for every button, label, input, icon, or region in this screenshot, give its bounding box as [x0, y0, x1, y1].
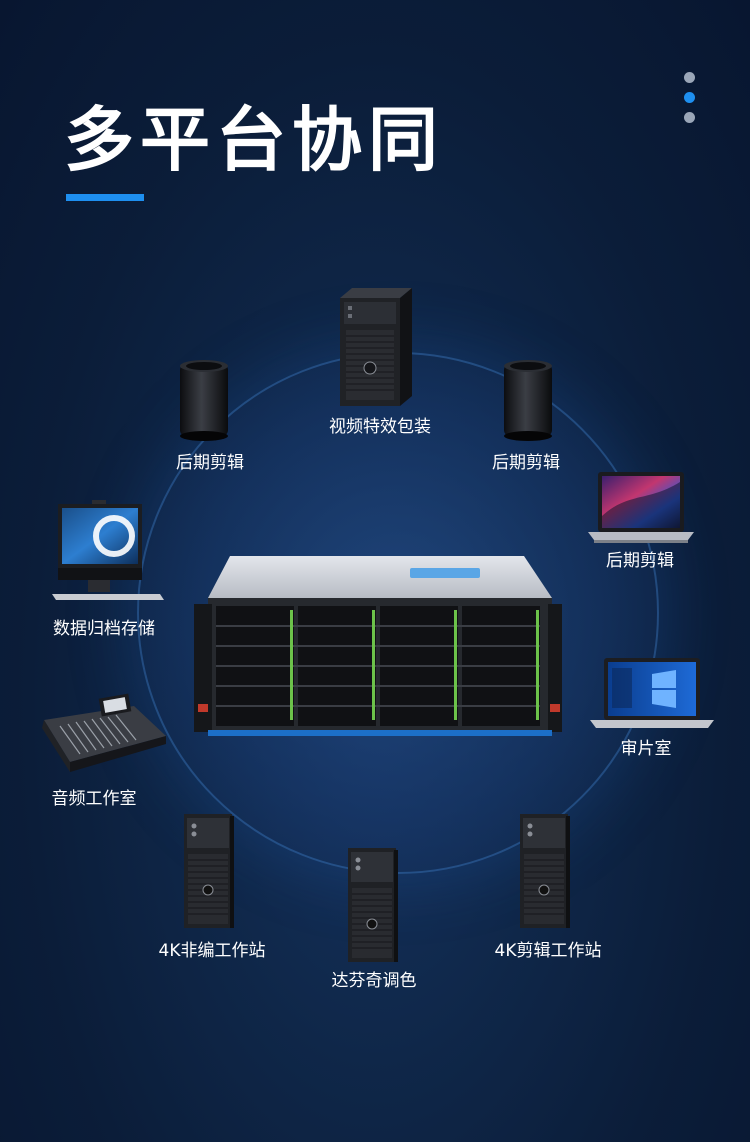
device-label: 后期剪辑: [176, 453, 244, 473]
device-label: 数据归档存储: [53, 619, 155, 639]
device-label: 视频特效包装: [329, 417, 431, 437]
device-label: 审片室: [620, 739, 672, 759]
macbook-laptop-icon: [588, 472, 694, 544]
mac-pro-icon: [504, 358, 552, 442]
device-label: 后期剪辑: [606, 551, 674, 571]
pagination-dot[interactable]: [684, 112, 695, 123]
windows-laptop-icon: [590, 658, 714, 732]
tower-workstation-icon: [520, 814, 570, 930]
all-in-one-pc-icon: [52, 500, 164, 604]
device-label: 音频工作室: [51, 789, 137, 809]
tower-workstation-icon: [184, 814, 234, 930]
device-label: 后期剪辑: [492, 453, 560, 473]
audio-mixer-console-icon: [36, 692, 168, 776]
page-title: 多平台协同: [64, 99, 444, 181]
rack-storage-server-icon[interactable]: [190, 556, 562, 738]
tower-workstation-icon: [340, 288, 412, 406]
device-label: 4K剪辑工作站: [494, 941, 602, 961]
title-underline: [66, 194, 144, 201]
pagination-dot[interactable]: [684, 72, 695, 83]
tower-workstation-icon: [348, 848, 398, 964]
device-label: 4K非编工作站: [158, 941, 266, 961]
pagination-dot-active[interactable]: [684, 92, 695, 103]
device-label: 达芬奇调色: [331, 971, 417, 991]
mac-pro-icon: [180, 358, 228, 442]
